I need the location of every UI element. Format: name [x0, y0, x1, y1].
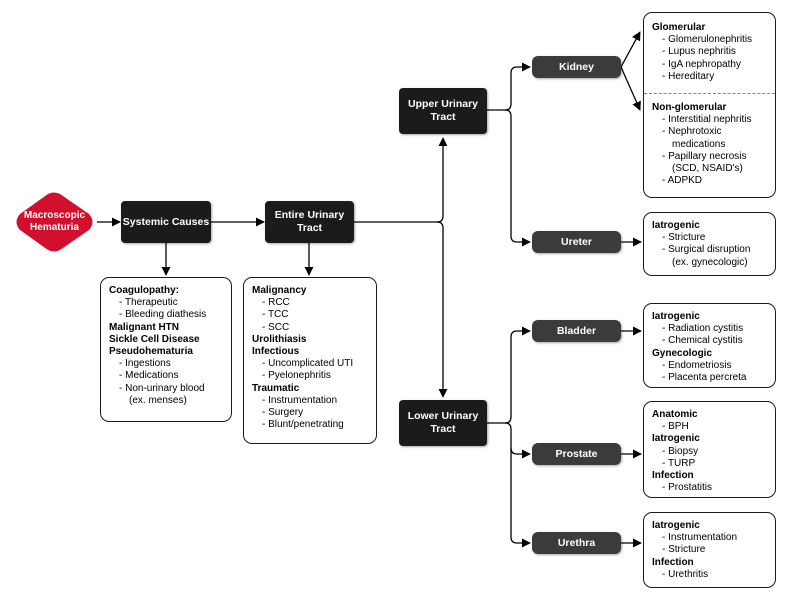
systemic-causes-box: Coagulopathy: Therapeutic Bleeding diath…	[100, 277, 232, 422]
heading-iatrogenic: Iatrogenic	[652, 220, 700, 231]
start-node-macroscopic-hematuria: Macroscopic Hematuria	[12, 192, 97, 252]
list-item: Stricture	[652, 232, 767, 244]
list-item: Hereditary	[652, 71, 767, 83]
list-item: Urethritis	[652, 569, 767, 581]
node-upper-urinary-tract: Upper Urinary Tract	[399, 88, 487, 134]
list-item: BPH	[652, 421, 767, 433]
heading-malignant-htn: Malignant HTN	[109, 321, 179, 333]
list-item-continuation: (ex. menses)	[129, 394, 187, 406]
list-item: Nephrotoxic	[652, 126, 767, 138]
start-node-label: Macroscopic Hematuria	[23, 210, 86, 233]
diamond-shape	[16, 192, 93, 252]
list-item: Instrumentation	[652, 532, 767, 544]
list-item: Instrumentation	[252, 395, 368, 407]
heading-anatomic: Anatomic	[652, 409, 698, 420]
heading-malignancy: Malignancy	[252, 285, 307, 296]
list-item: Placenta percreta	[652, 372, 767, 384]
dashed-divider	[644, 93, 775, 95]
heading-glomerular: Glomerular	[652, 22, 706, 33]
heading-sickle-cell-disease: Sickle Cell Disease	[109, 333, 200, 345]
heading-traumatic: Traumatic	[252, 382, 300, 394]
heading-iatrogenic: Iatrogenic	[652, 311, 700, 322]
node-entire-urinary-tract: Entire Urinary Tract	[265, 201, 354, 243]
node-lower-urinary-tract: Lower Urinary Tract	[399, 400, 487, 446]
list-item: Stricture	[652, 544, 767, 556]
list-item: Endometriosis	[652, 360, 767, 372]
list-item: Therapeutic	[109, 297, 223, 309]
list-item: Prostatitis	[652, 482, 767, 494]
heading-pseudohematuria: Pseudohematuria	[109, 346, 193, 358]
list-item: SCC	[252, 322, 368, 334]
prostate-box: Anatomic BPH Iatrogenic Biopsy TURP Infe…	[643, 401, 776, 498]
list-item: Medications	[109, 370, 223, 382]
list-item: Papillary necrosis	[652, 151, 767, 163]
list-item: IgA nephropathy	[652, 59, 767, 71]
heading-infection: Infection	[652, 470, 694, 482]
list-item: ADPKD	[652, 175, 767, 187]
list-item: Chemical cystitis	[652, 335, 767, 347]
heading-non-glomerular: Non-glomerular	[652, 102, 727, 114]
heading-iatrogenic: Iatrogenic	[652, 433, 700, 445]
list-item: Lupus nephritis	[652, 46, 767, 58]
list-item: Interstitial nephritis	[652, 114, 767, 126]
urethra-box: Iatrogenic Instrumentation Stricture Inf…	[643, 512, 776, 588]
ureter-box: Iatrogenic Stricture Surgical disruption…	[643, 212, 776, 276]
heading-infection: Infection	[652, 556, 694, 568]
list-item-continuation: (SCD, NSAID's)	[672, 163, 743, 175]
list-item: Biopsy	[652, 446, 767, 458]
node-urethra: Urethra	[532, 532, 621, 554]
list-item: TURP	[652, 458, 767, 470]
list-item: Ingestions	[109, 358, 223, 370]
kidney-box: Glomerular Glomerulonephritis Lupus neph…	[643, 12, 776, 198]
list-item: Surgery	[252, 407, 368, 419]
heading-urolithiasis: Urolithiasis	[252, 333, 307, 345]
heading-gynecologic: Gynecologic	[652, 347, 713, 359]
list-item: Pyelonephritis	[252, 370, 368, 382]
list-item-continuation: (ex. gynecologic)	[672, 256, 748, 268]
heading-iatrogenic: Iatrogenic	[652, 520, 700, 531]
node-systemic-causes: Systemic Causes	[121, 201, 211, 243]
list-item: Uncomplicated UTI	[252, 358, 368, 370]
list-item-continuation: medications	[672, 138, 726, 150]
heading-infectious: Infectious	[252, 346, 300, 358]
list-item: Surgical disruption	[652, 244, 767, 256]
list-item: Bleeding diathesis	[109, 309, 223, 321]
node-prostate: Prostate	[532, 443, 621, 465]
list-item: Glomerulonephritis	[652, 34, 767, 46]
node-bladder: Bladder	[532, 320, 621, 342]
list-item: Blunt/penetrating	[252, 419, 368, 431]
list-item: Radiation cystitis	[652, 323, 767, 335]
node-kidney: Kidney	[532, 56, 621, 78]
list-item: RCC	[252, 297, 368, 309]
node-ureter: Ureter	[532, 231, 621, 253]
list-item: TCC	[252, 309, 368, 321]
heading-coagulopathy: Coagulopathy:	[109, 285, 179, 296]
list-item: Non-urinary blood	[109, 383, 223, 395]
entire-urinary-tract-box: Malignancy RCC TCC SCC Urolithiasis Infe…	[243, 277, 377, 444]
bladder-box: Iatrogenic Radiation cystitis Chemical c…	[643, 303, 776, 388]
